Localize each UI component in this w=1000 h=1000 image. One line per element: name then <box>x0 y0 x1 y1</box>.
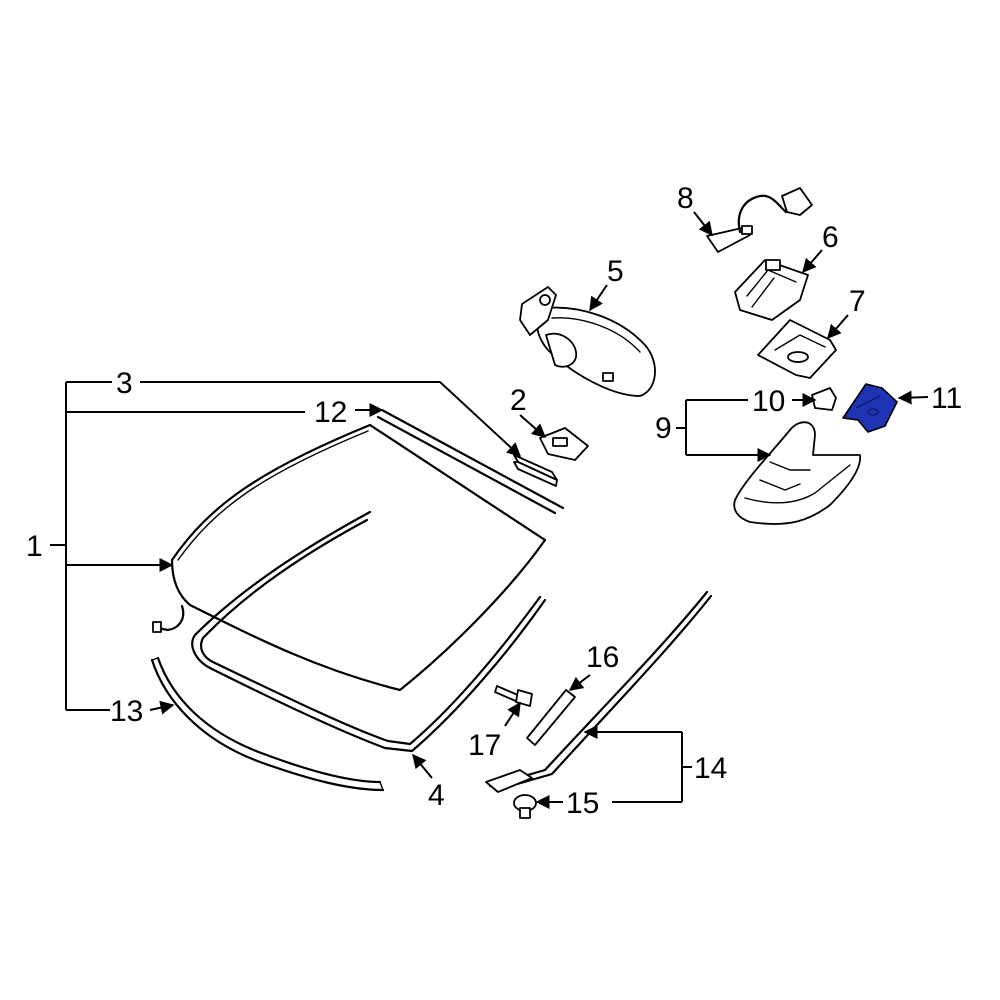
molding-clip[interactable] <box>513 794 537 819</box>
mirror-cover[interactable] <box>733 421 861 525</box>
upper-molding[interactable] <box>376 408 565 515</box>
callout-15: 15 <box>566 787 599 820</box>
side-molding[interactable] <box>485 590 713 793</box>
camera-bracket[interactable] <box>734 259 809 321</box>
callout-5: 5 <box>607 255 624 288</box>
lower-molding[interactable] <box>150 656 385 792</box>
callout-4: 4 <box>428 779 445 812</box>
callout-17: 17 <box>468 729 501 762</box>
callout-13: 13 <box>110 695 143 728</box>
callout-7: 7 <box>849 285 866 318</box>
rain-sensor[interactable] <box>539 427 589 461</box>
sensor-mount[interactable] <box>757 319 837 379</box>
callout-6: 6 <box>822 221 839 254</box>
callout-16: 16 <box>586 641 619 674</box>
callout-8: 8 <box>677 182 694 215</box>
windshield-glass[interactable] <box>152 423 547 692</box>
retainer-pin[interactable] <box>494 685 533 707</box>
callout-labels: 1 2 3 4 5 6 7 8 9 10 11 12 13 14 15 16 1… <box>26 182 962 820</box>
callout-3: 3 <box>116 367 133 400</box>
callout-12: 12 <box>314 396 347 429</box>
callout-11: 11 <box>931 382 962 415</box>
callout-1: 1 <box>26 530 43 563</box>
callout-14: 14 <box>694 752 727 785</box>
callout-9: 9 <box>655 412 672 445</box>
leader-lines <box>50 211 929 809</box>
windshield-seal[interactable] <box>191 510 547 753</box>
sensor-cover[interactable] <box>513 454 558 487</box>
rearview-mirror[interactable] <box>519 286 656 397</box>
small-clip[interactable] <box>811 387 837 411</box>
clip-strip[interactable] <box>526 689 576 746</box>
wiring-harness[interactable] <box>706 187 813 253</box>
highlighted-bracket[interactable] <box>842 383 898 433</box>
callout-2: 2 <box>510 384 527 417</box>
callout-10: 10 <box>752 385 785 418</box>
